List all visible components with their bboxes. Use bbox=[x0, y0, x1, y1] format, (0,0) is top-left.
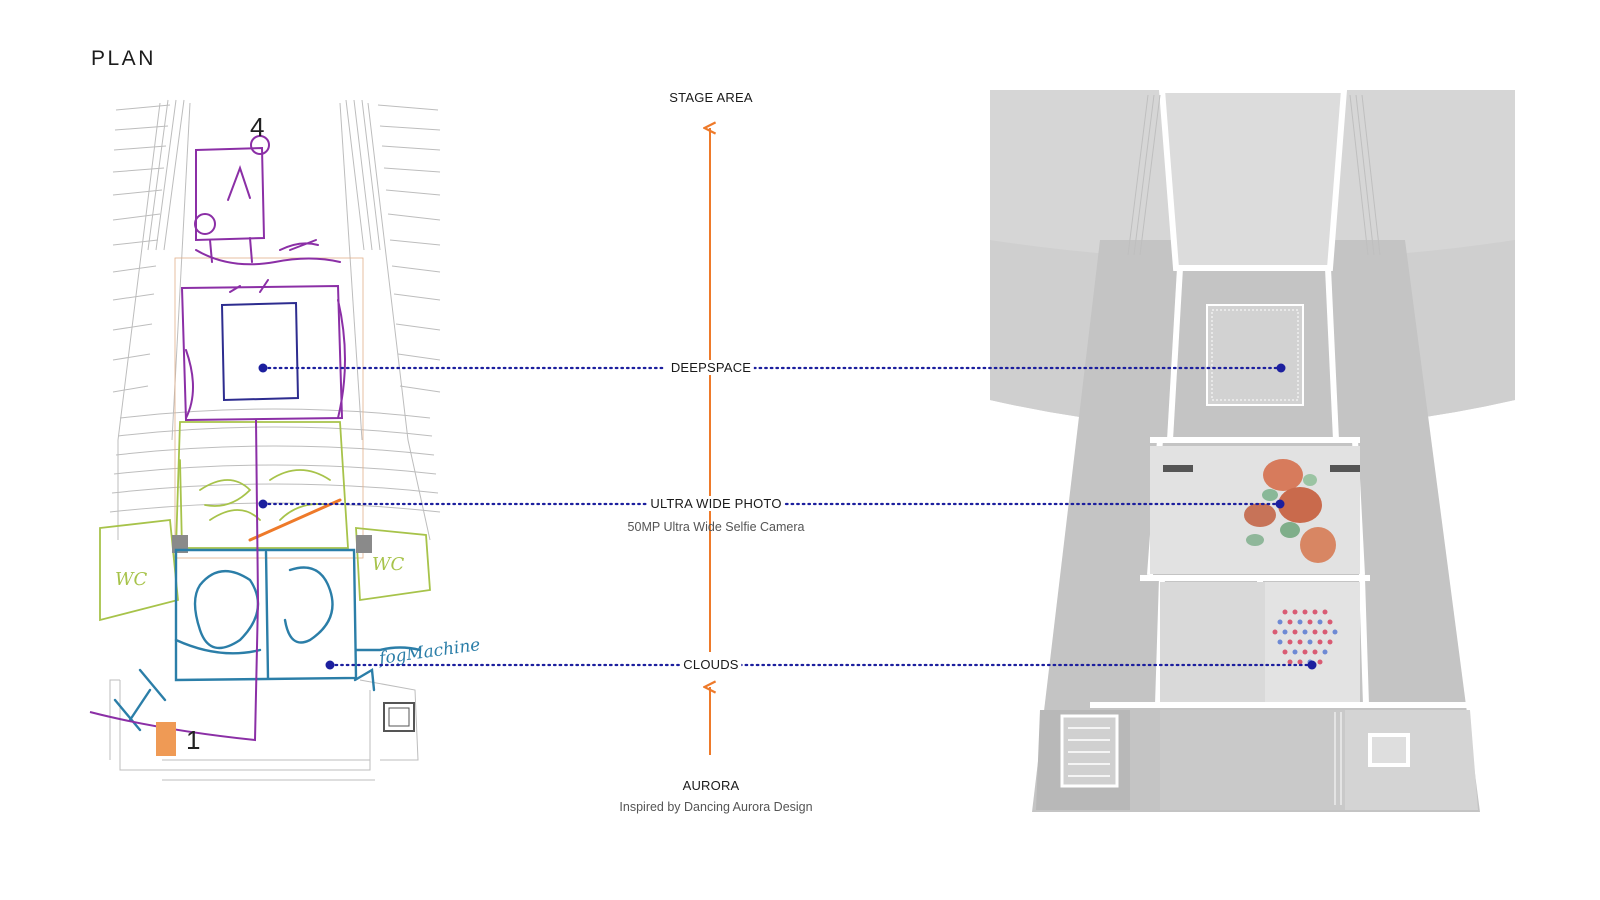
rendered-plan bbox=[990, 87, 1515, 812]
wc-left-label: WC bbox=[115, 569, 148, 590]
ultra-wide-photo-subtitle: 50MP Ultra Wide Selfie Camera bbox=[627, 520, 805, 534]
connector-dots bbox=[258, 363, 1317, 670]
marker-number-top: 4 bbox=[250, 112, 264, 142]
deepspace-dot-sketch bbox=[258, 363, 268, 373]
entrance-block bbox=[156, 722, 176, 756]
wall-block-right bbox=[356, 535, 372, 553]
clouds-label: CLOUDS bbox=[680, 657, 742, 672]
connector-lines bbox=[261, 366, 1314, 667]
rock-installation bbox=[1244, 459, 1336, 563]
sketch-plan: WC WC fogMachine bbox=[89, 99, 482, 781]
ultra-wide-photo-label: ULTRA WIDE PHOTO bbox=[647, 496, 785, 511]
stage-area-label: STAGE AREA bbox=[666, 90, 756, 105]
clouds-installation bbox=[1272, 609, 1338, 665]
ultra-wide-dot-sketch bbox=[258, 499, 268, 509]
wall-block-left bbox=[172, 535, 188, 553]
deepspace-label: DEEPSPACE bbox=[667, 360, 755, 375]
ultra-wide-dot-render bbox=[1275, 499, 1285, 509]
clouds-dot-sketch bbox=[325, 660, 335, 670]
page-title: PLAN bbox=[91, 47, 156, 70]
marker-number-bottom: 1 bbox=[186, 725, 200, 755]
wc-right-label: WC bbox=[372, 554, 405, 575]
clouds-dot-render bbox=[1307, 660, 1317, 670]
aurora-subtitle: Inspired by Dancing Aurora Design bbox=[619, 800, 813, 814]
aurora-label: AURORA bbox=[679, 778, 743, 793]
deepspace-dot-render bbox=[1276, 363, 1286, 373]
